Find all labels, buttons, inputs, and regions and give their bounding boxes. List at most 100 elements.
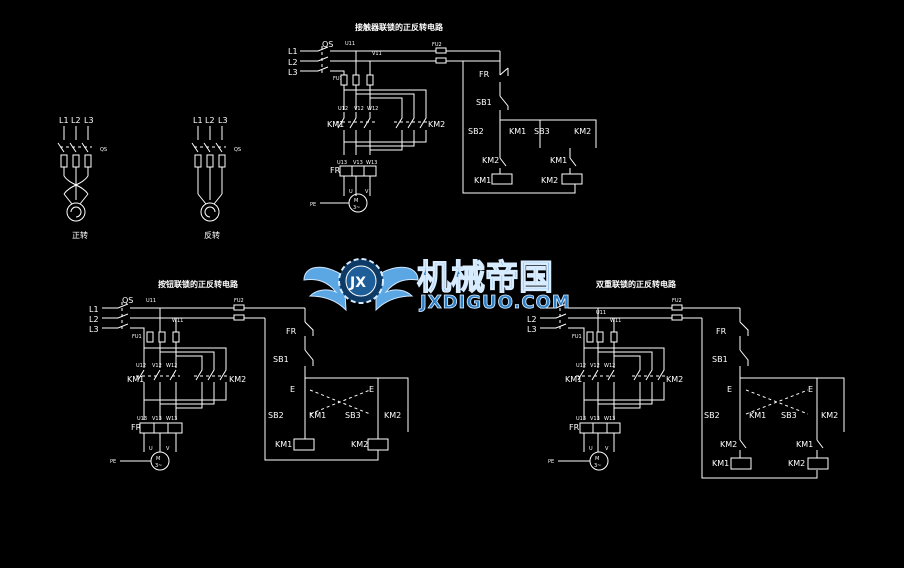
qs-label: QS [122,296,133,305]
sb3-label: SB3 [534,127,550,136]
v13-label: V13 [152,416,162,422]
km2-coil-label: KM2 [541,176,558,185]
reverse-caption: 反转 [204,230,220,240]
km1-hold-label: KM1 [509,127,526,136]
sketch-qs-label: QS [234,147,241,153]
fr-contact-label: FR [479,70,490,79]
km2-main-label: KM2 [666,375,683,384]
km2-interlock-label: KM2 [482,156,499,165]
w11-label: W11 [610,318,621,324]
sketch-l3-label: L3 [84,116,94,125]
sb1-label: SB1 [273,355,289,364]
v11-label: V11 [372,51,382,57]
u12-label: U12 [576,363,586,369]
w13-label: W13 [604,416,615,422]
km2-main-label: KM2 [229,375,246,384]
rotation-arrow-icon [70,206,82,218]
motor-icon [66,202,86,222]
w12-label: W12 [367,106,378,112]
u13-label: U13 [337,160,347,166]
km1-hold-label: KM1 [309,411,326,420]
u11-label: U11 [146,298,156,304]
v12-label: V12 [152,363,162,369]
sketch-l1-label: L1 [59,116,69,125]
sb2-label: SB2 [268,411,284,420]
km1-coil-label: KM1 [275,440,292,449]
phase-l3-label: L3 [527,325,537,334]
phase-l2-label: L2 [89,315,99,324]
motor-m-label: M [354,198,358,204]
km2-hold-label: KM2 [821,411,838,420]
sb-e-mark: E [808,385,813,394]
fr-contact-label: FR [716,327,727,336]
sketch-l2-label: L2 [71,116,81,125]
w12-label: W12 [604,363,615,369]
v-terminal-label: V [365,189,369,195]
watermark-chinese: 机械帝国 [417,258,553,298]
u13-label: U13 [576,416,586,422]
phase-l1-label: L1 [89,305,99,314]
motor-phase-label: 3~ [594,463,601,469]
km2-hold-label: KM2 [384,411,401,420]
km2-coil-label: KM2 [788,459,805,468]
km2-coil-label: KM2 [351,440,368,449]
sb1-label: SB1 [476,98,492,107]
forward-caption: 正转 [72,230,88,240]
double-interlock-circuit: L2 L3 U11 W11 FU1 U12 V12 W12 KM1 KM2 U1… [527,298,845,479]
phase-l1-label: L1 [288,47,298,56]
fr-thermal-label: FR [131,423,142,432]
fr-contact-label: FR [286,327,297,336]
button-interlock-circuit: L1 L2 L3 QS U11 W11 FU1 U12 V12 W12 KM1 … [89,296,409,471]
forward-rotation-sketch: L1 L2 L3 QS 正转 [57,116,107,240]
km1-main-label: KM1 [327,120,344,129]
contactor-interlock-circuit: L1 L2 L3 QS U11 V11 FU1 U12 V12 W12 KM1 … [288,40,597,213]
fu1-label: FU1 [132,334,142,340]
fr-thermal-label: FR [330,166,341,175]
km1-hold-label: KM1 [749,411,766,420]
motor-icon [200,202,220,222]
sb3-label: SB3 [781,411,797,420]
fu2-label: FU2 [672,298,682,304]
w12-label: W12 [166,363,177,369]
rotation-arrow-icon [204,206,216,218]
motor-m-label: M [595,456,599,462]
motor-phase-label: 3~ [353,205,360,211]
sketch-l2-label: L2 [205,116,215,125]
emblem-text: JX [349,275,366,291]
u12-label: U12 [338,106,348,112]
w13-label: W13 [166,416,177,422]
sb1-label: SB1 [712,355,728,364]
reverse-rotation-sketch: L1 L2 L3 QS 反转 [191,116,241,240]
u12-label: U12 [136,363,146,369]
phase-l2-label: L2 [527,315,537,324]
fu2-label: FU2 [432,42,442,48]
sketch-qs-label: QS [100,147,107,153]
v13-label: V13 [353,160,363,166]
w11-label: W11 [172,318,183,324]
u-terminal-label: U [149,446,153,452]
v13-label: V13 [590,416,600,422]
v-terminal-label: V [605,446,609,452]
sb-e-mark: E [727,385,732,394]
km1-main-label: KM1 [565,375,582,384]
km2-interlock-label: KM2 [720,440,737,449]
phase-l3-label: L3 [288,68,298,77]
w13-label: W13 [366,160,377,166]
km1-coil-label: KM1 [474,176,491,185]
sb3-label: SB3 [345,411,361,420]
title-button-interlock: 按钮联锁的正反转电路 [158,279,239,289]
right-wing-icon [375,266,419,312]
u-terminal-label: U [349,189,353,195]
u13-label: U13 [137,416,147,422]
km1-interlock-label: KM1 [550,156,567,165]
watermark-english: JXDIGUO.COM [418,292,571,313]
km2-hold-label: KM2 [574,127,591,136]
km1-main-label: KM1 [127,375,144,384]
pe-label: PE [310,202,316,208]
u-terminal-label: U [589,446,593,452]
phase-l2-label: L2 [288,58,298,67]
motor-phase-label: 3~ [155,463,162,469]
km2-main-label: KM2 [428,120,445,129]
fu1-label: FU1 [333,76,343,82]
